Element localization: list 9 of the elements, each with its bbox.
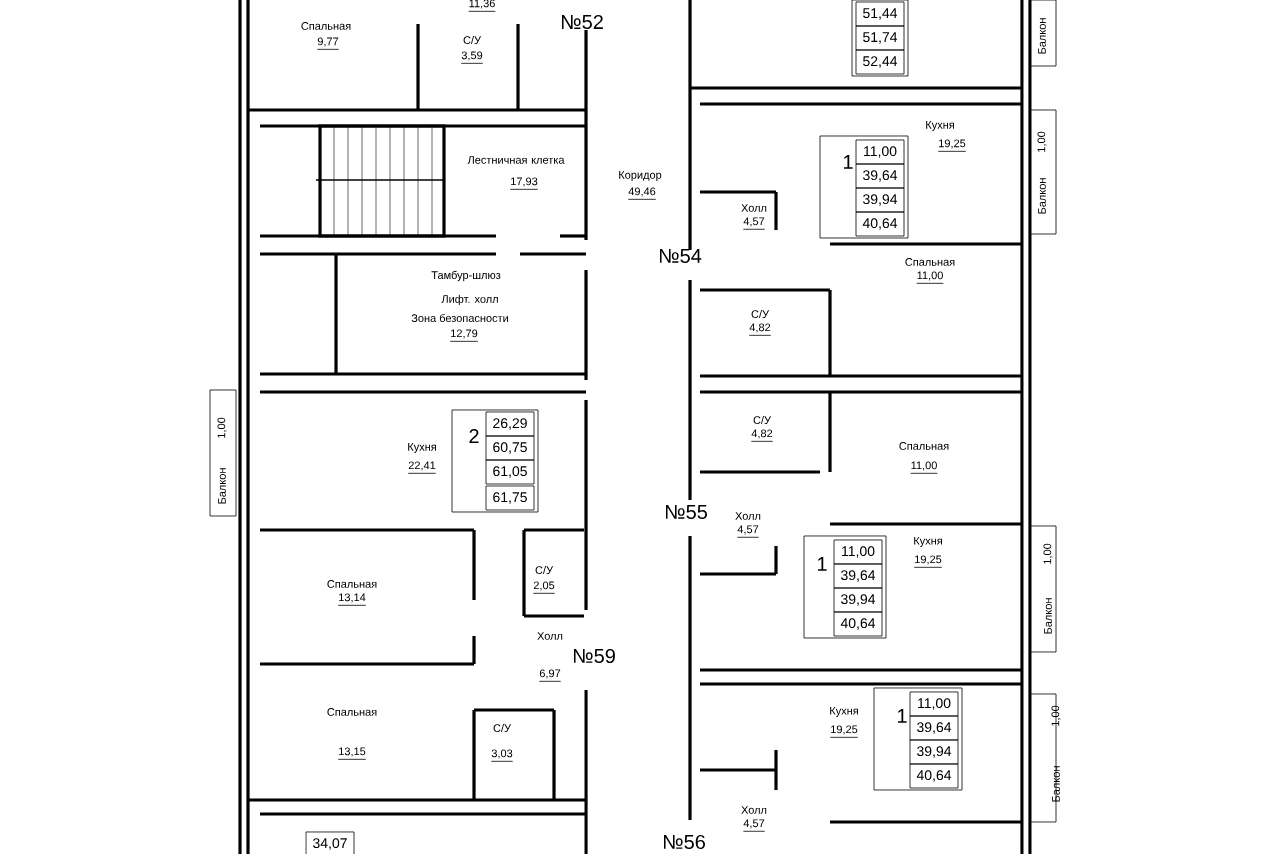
apartment-number: №52 [562, 14, 603, 30]
apartment-number: №59 [574, 648, 615, 664]
room-count: 2 [469, 429, 479, 443]
apartment-number: №54 [660, 249, 702, 263]
apartment-number: №55 [666, 505, 707, 519]
room-count: 1 [818, 557, 827, 571]
apartment-number: №56 [664, 834, 705, 850]
room-count: 1 [898, 709, 907, 723]
room-count: 1 [844, 155, 853, 169]
